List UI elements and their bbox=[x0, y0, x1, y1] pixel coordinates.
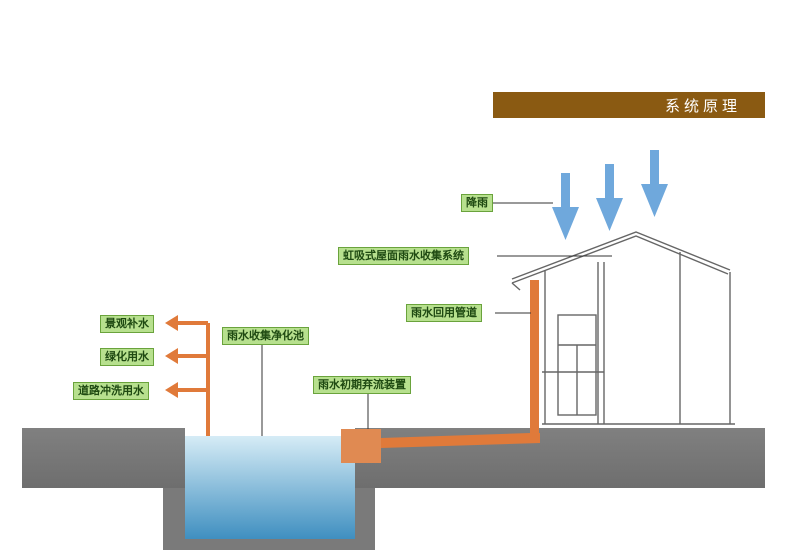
rain-arrow-icon bbox=[641, 150, 668, 217]
usage-arrowheads bbox=[165, 315, 178, 398]
label-siphon-roof: 虹吸式屋面雨水收集系统 bbox=[338, 247, 469, 265]
rain-arrows bbox=[552, 150, 668, 240]
label-collection-pool: 雨水收集净化池 bbox=[222, 327, 309, 345]
label-greening: 绿化用水 bbox=[100, 348, 154, 366]
usage-pipes bbox=[178, 321, 210, 436]
label-return-pipe: 雨水回用管道 bbox=[406, 304, 482, 322]
house bbox=[511, 231, 735, 425]
leader-lines bbox=[261, 202, 612, 436]
water-pool bbox=[185, 436, 355, 539]
return-pipe-underground bbox=[381, 433, 540, 448]
arrow-left-icon bbox=[165, 382, 178, 398]
rain-arrow-icon bbox=[596, 164, 623, 231]
arrow-left-icon bbox=[165, 348, 178, 364]
diagram-title: 系统原理 bbox=[493, 92, 765, 118]
downpipe bbox=[530, 280, 539, 438]
label-rain: 降雨 bbox=[461, 194, 493, 212]
discard-box bbox=[341, 429, 381, 463]
label-initial-discard: 雨水初期弃流装置 bbox=[313, 376, 411, 394]
arrow-left-icon bbox=[165, 315, 178, 331]
label-landscape: 景观补水 bbox=[100, 315, 154, 333]
ground-left bbox=[22, 428, 185, 488]
label-road-wash: 道路冲洗用水 bbox=[73, 382, 149, 400]
rain-arrow-icon bbox=[552, 173, 579, 240]
